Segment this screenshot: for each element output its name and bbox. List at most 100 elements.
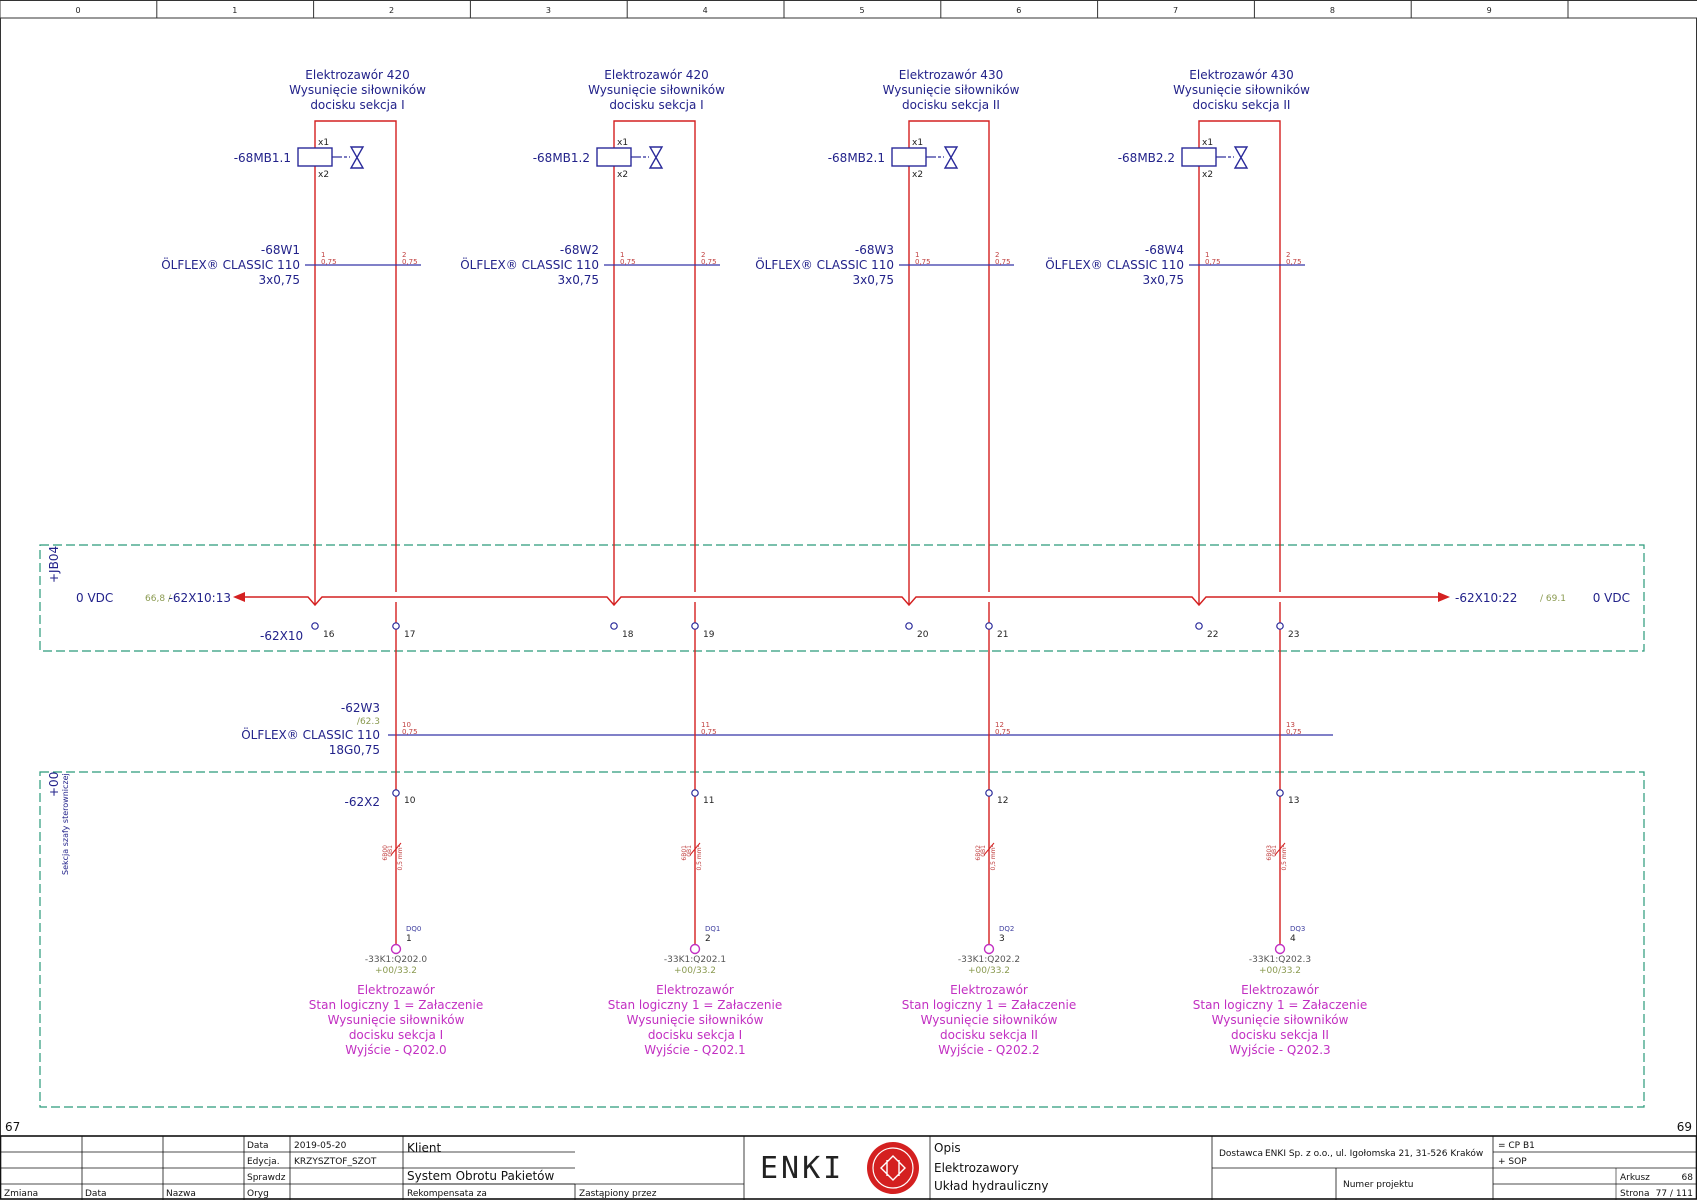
plc-pin: 1: [406, 934, 412, 944]
cable-type: ÖLFLEX® CLASSIC 110: [460, 256, 599, 272]
output-description: Wysunięcie siłowników: [328, 1013, 465, 1027]
plc-channel: DQ3: [1290, 925, 1305, 933]
core-section: 0,75: [620, 258, 636, 266]
project-number-label: Numer projektu: [1343, 1180, 1414, 1190]
device-tag: -68MB1.1: [234, 151, 291, 165]
plc-pin: 2: [705, 934, 711, 944]
output-description: Wysunięcie siłowników: [627, 1013, 764, 1027]
valve-title: Wysunięcie siłowników: [588, 83, 725, 97]
core-number: 1: [1205, 251, 1209, 259]
valve-title: Elektrozawór 420: [604, 68, 708, 82]
core-number: 1: [915, 251, 919, 259]
potential-label-left: 0 VDC: [76, 591, 113, 605]
core-section: 0,75: [402, 728, 418, 736]
cable-type: ÖLFLEX® CLASSIC 110: [755, 256, 894, 272]
supplier-value: ENKI Sp. z o.o., ul. Igołomska 21, 31-52…: [1265, 1148, 1483, 1159]
output-description: Wyjście - Q202.2: [938, 1043, 1039, 1057]
plc-output-icon: [983, 943, 995, 955]
core-section: 0,75: [402, 258, 418, 266]
terminal-number: 16: [323, 630, 335, 640]
terminal-number: 22: [1207, 630, 1218, 640]
core-section: 0,75: [995, 728, 1011, 736]
wire-loop: [908, 120, 990, 592]
core-number: 12: [995, 721, 1004, 729]
edition-label: Edycja.: [247, 1157, 280, 1167]
ruler-column-label: 5: [859, 6, 864, 15]
wire-loop: [613, 120, 696, 592]
wire-mark-tick: [983, 842, 995, 856]
coil-icon: [891, 147, 927, 167]
valve-icon: [648, 146, 664, 169]
output-description: docisku sekcja II: [940, 1028, 1038, 1042]
logo-text: ENKI: [760, 1151, 844, 1186]
arrow-left-icon: [233, 592, 245, 602]
title-header: Data: [85, 1189, 107, 1199]
location-box-jb04: [39, 544, 1645, 652]
terminal-number: 12: [997, 796, 1008, 806]
output-description: Wyjście - Q202.1: [644, 1043, 745, 1057]
terminal-number: 11: [703, 796, 714, 806]
terminal-icon: [1276, 789, 1284, 797]
ruler-column-label: 0: [75, 6, 80, 15]
plc-crossref: +00/33.2: [674, 966, 716, 976]
output-description: Wyjście - Q202.0: [345, 1043, 446, 1057]
coil-icon: [1181, 147, 1217, 167]
logo-emblem-ring: [872, 1147, 914, 1189]
plc-pin: 3: [999, 934, 1005, 944]
sheet-value: 68: [1682, 1173, 1694, 1183]
description-line: Elektrozawory: [934, 1161, 1019, 1175]
terminal-icon: [691, 622, 699, 630]
cable-tag: -68W4: [1145, 243, 1184, 257]
ruler-column-label: 9: [1487, 6, 1492, 15]
page-value: 77 / 111: [1656, 1189, 1693, 1199]
output-description: Wyjście - Q202.3: [1229, 1043, 1330, 1057]
title-header: Zmiana: [4, 1189, 38, 1199]
plc-output-icon: [689, 943, 701, 955]
cable-tag: -68W3: [855, 243, 894, 257]
core-number: 2: [1286, 251, 1290, 259]
plc-output-icon: [390, 943, 402, 955]
output-description: Wysunięcie siłowników: [921, 1013, 1058, 1027]
cable-size: 3x0,75: [558, 273, 599, 287]
plc-address: -33K1:Q202.0: [365, 955, 427, 965]
terminal-strip-label: -62X10: [260, 629, 303, 643]
coil-pin-x2: x2: [1202, 170, 1213, 180]
output-description: Stan logiczny 1 = Załaczenie: [902, 998, 1076, 1012]
core-section: 0,75: [1286, 258, 1302, 266]
wire-loop: [1198, 120, 1281, 592]
ruler-column-label: 8: [1330, 6, 1335, 15]
checked-label: Sprawdz: [247, 1173, 286, 1183]
core-section: 0,75: [915, 258, 931, 266]
output-description: Elektrozawór: [357, 983, 435, 997]
coil-pin-x2: x2: [912, 170, 923, 180]
cable-tag: -68W1: [261, 243, 300, 257]
valve-title: Wysunięcie siłowników: [1173, 83, 1310, 97]
wire-loop: [314, 120, 397, 592]
wire-marking: 0,5 mm²: [696, 844, 703, 870]
wire-marking: 0B1: [980, 845, 987, 857]
terminal-number: 18: [622, 630, 634, 640]
cable-type: ÖLFLEX® CLASSIC 110: [241, 726, 380, 742]
description-label: Opis: [934, 1141, 961, 1155]
core-number: 11: [701, 721, 710, 729]
sheet-label: Arkusz: [1620, 1173, 1650, 1183]
coil-icon: [297, 147, 333, 167]
terminal-icon: [1276, 622, 1284, 630]
cable-tag: -62W3: [341, 701, 380, 715]
plc-pin: 4: [1290, 934, 1296, 944]
terminal-number: 20: [917, 630, 929, 640]
output-description: docisku sekcja II: [1231, 1028, 1329, 1042]
core-section: 0,75: [995, 258, 1011, 266]
valve-icon: [349, 146, 365, 169]
terminal-icon: [905, 622, 913, 630]
page-label: Strona: [1620, 1189, 1649, 1199]
author-value: KRZYSZTOF_SZOT: [294, 1157, 377, 1167]
location-box-cabinet: [39, 771, 1645, 1108]
valve-icon: [943, 146, 959, 169]
terminal-icon: [691, 789, 699, 797]
plc-crossref: +00/33.2: [968, 966, 1010, 976]
coil-pin-x2: x2: [617, 170, 628, 180]
cable-type: ÖLFLEX® CLASSIC 110: [1045, 256, 1184, 272]
coil-pin-x2: x2: [318, 170, 329, 180]
